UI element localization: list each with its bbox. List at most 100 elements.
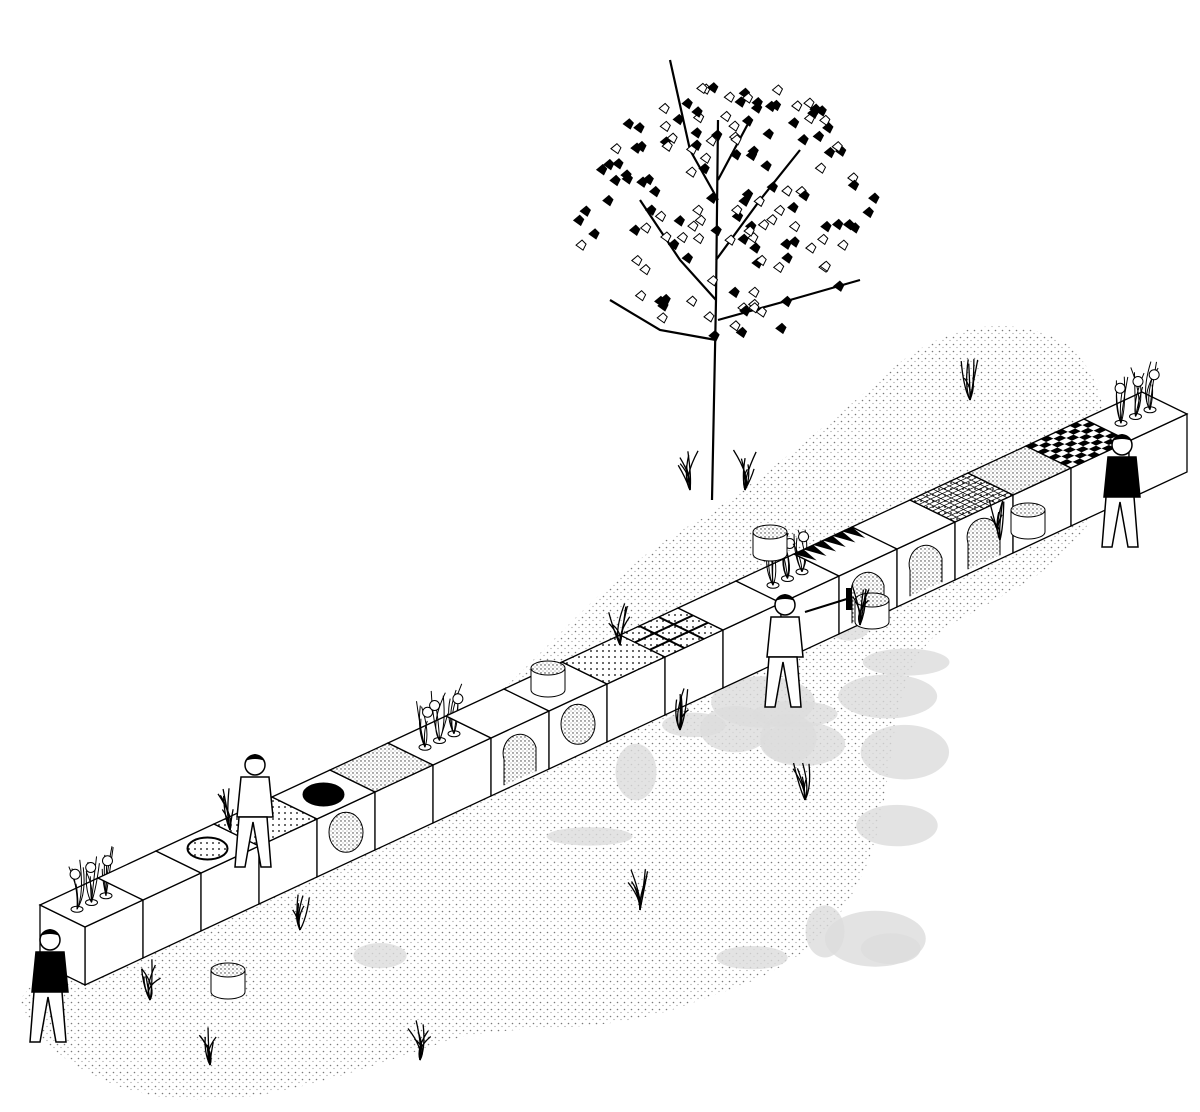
checker-square bbox=[1087, 451, 1100, 458]
grass-blade bbox=[676, 688, 685, 731]
torso bbox=[236, 776, 274, 818]
grass-blade bbox=[859, 589, 870, 626]
tree-leaf bbox=[755, 306, 768, 318]
tree-leaf bbox=[862, 206, 874, 219]
tree-leaf bbox=[815, 105, 827, 117]
tree-leaf bbox=[685, 295, 698, 307]
grass-tuft-icon bbox=[141, 959, 161, 1001]
tree-leaf bbox=[692, 232, 705, 245]
tree-leaf bbox=[729, 320, 741, 332]
tree-leaf bbox=[572, 214, 585, 227]
child-with-broom bbox=[764, 594, 804, 708]
ground-patch bbox=[353, 942, 407, 969]
checker-square bbox=[1080, 427, 1094, 434]
flower bbox=[85, 862, 97, 873]
plant-stem bbox=[1133, 372, 1136, 417]
tree-leaf bbox=[781, 185, 793, 197]
tree-leaf bbox=[748, 286, 760, 298]
backgammon-point bbox=[832, 531, 856, 543]
ground-patch bbox=[838, 674, 938, 719]
legs bbox=[764, 656, 802, 708]
grass-tuft-icon bbox=[627, 869, 649, 911]
tree-leaf bbox=[609, 174, 621, 187]
tree-leaf bbox=[769, 99, 782, 112]
tree-leaf bbox=[805, 242, 817, 254]
stool-body bbox=[752, 532, 788, 562]
ground-patch bbox=[615, 743, 657, 801]
ground-patch bbox=[760, 722, 846, 766]
flower bbox=[1132, 376, 1144, 387]
tree-leaf bbox=[741, 188, 754, 201]
grass-blade bbox=[222, 788, 231, 831]
grass-tuft-icon bbox=[988, 499, 1005, 541]
grass-blade bbox=[966, 359, 971, 401]
stool-top bbox=[530, 660, 566, 676]
flower bbox=[452, 693, 464, 705]
tree-leaf bbox=[676, 231, 688, 244]
tree-leaf bbox=[739, 305, 751, 317]
stool-top bbox=[752, 524, 788, 540]
tree-leaf bbox=[807, 107, 819, 119]
tree-leaf bbox=[771, 84, 784, 96]
arch-opening bbox=[908, 544, 943, 597]
tree-leaf bbox=[687, 220, 699, 232]
backgammon-point bbox=[813, 540, 837, 552]
flower bbox=[69, 868, 81, 880]
tree-leaf bbox=[814, 162, 827, 174]
checker-square bbox=[1064, 440, 1078, 447]
round-grate bbox=[186, 836, 229, 861]
stool-body bbox=[1010, 510, 1046, 540]
tree-leaf bbox=[699, 152, 712, 165]
grass-blade bbox=[687, 450, 699, 491]
module-tic-tac-toe bbox=[618, 607, 725, 717]
checker-square bbox=[1072, 458, 1086, 465]
tree-leaf bbox=[681, 252, 694, 264]
tree-leaf bbox=[667, 238, 680, 251]
tree-leaf bbox=[745, 149, 758, 162]
flower bbox=[798, 531, 810, 543]
hair bbox=[1112, 434, 1132, 441]
board-line bbox=[649, 621, 709, 651]
checker-square bbox=[1026, 442, 1039, 449]
board-line bbox=[932, 483, 991, 512]
tree-leaf bbox=[633, 122, 645, 134]
grass-tuft-icon bbox=[217, 788, 234, 831]
tree-leaf bbox=[751, 97, 763, 109]
tree-leaf bbox=[803, 97, 815, 109]
grass-blade bbox=[999, 501, 1005, 541]
grass-tuft-icon bbox=[677, 450, 699, 491]
checker-square bbox=[1050, 447, 1063, 454]
tree-leaf bbox=[708, 330, 720, 342]
plant-stem bbox=[430, 690, 440, 741]
checker-square bbox=[1061, 453, 1075, 460]
checker-square bbox=[1053, 435, 1067, 442]
grass-blade bbox=[612, 624, 622, 646]
plant-stem bbox=[91, 856, 98, 903]
board-line bbox=[941, 488, 1000, 516]
plant-stem bbox=[75, 883, 78, 910]
hair bbox=[40, 929, 60, 936]
checker-square bbox=[1075, 446, 1089, 453]
stool-body bbox=[530, 668, 566, 698]
tree-leaf bbox=[749, 242, 761, 254]
tree-leaf bbox=[766, 214, 778, 226]
tree-leaf bbox=[737, 233, 749, 246]
module-row bbox=[38, 361, 1189, 1000]
grass-blade bbox=[969, 359, 979, 401]
tree-leaf bbox=[707, 82, 719, 94]
board-line bbox=[950, 480, 996, 504]
ground-patch bbox=[856, 804, 938, 847]
grass-blade bbox=[742, 458, 746, 491]
tree-leaf bbox=[816, 233, 829, 246]
checker-square bbox=[1048, 453, 1062, 460]
tree-leaf bbox=[681, 97, 693, 110]
round-grate bbox=[302, 782, 345, 807]
tree-leaf bbox=[788, 220, 801, 233]
tree-leaf bbox=[690, 139, 702, 151]
tree-leaf bbox=[692, 204, 704, 217]
tree-leaf bbox=[691, 106, 703, 118]
board-line bbox=[936, 485, 996, 514]
plant-stem bbox=[420, 718, 426, 748]
tree-leaf bbox=[766, 181, 778, 193]
